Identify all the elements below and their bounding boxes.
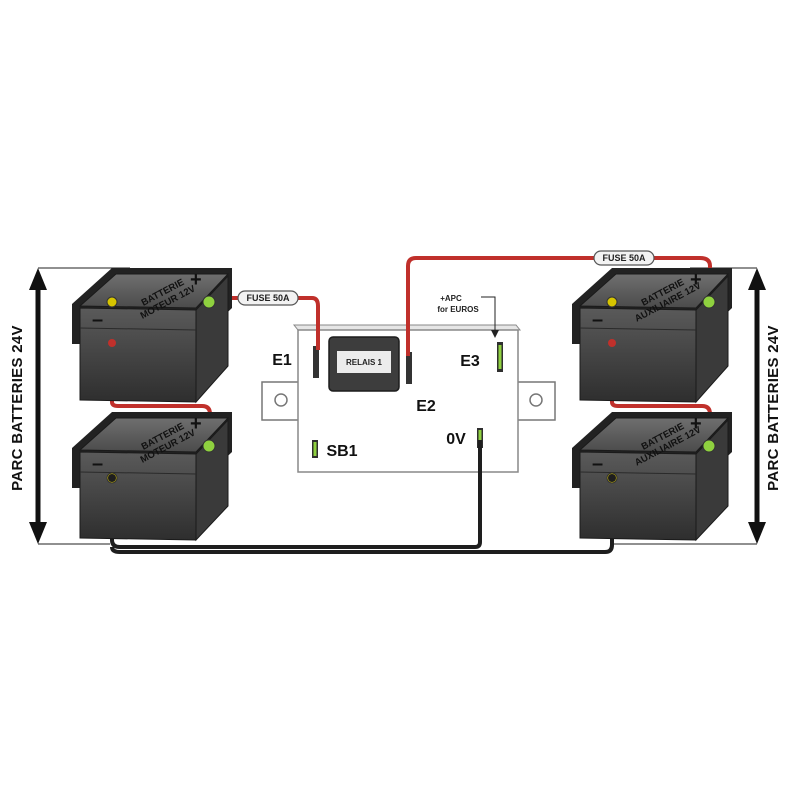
fuse-left: FUSE 50A bbox=[237, 290, 299, 306]
battery-aux-bottom: + – BATTERIE AUXILIAIRE 12V bbox=[572, 412, 732, 542]
terminal-0v-label: 0V bbox=[446, 431, 466, 448]
terminal-e2-pin bbox=[406, 352, 412, 384]
battery-plus-sign: + bbox=[190, 269, 202, 291]
left-arrow-down-icon bbox=[29, 522, 47, 544]
battery-motor-top: + – BATTERIE MOTEUR 12V bbox=[72, 268, 232, 404]
terminal-positive-icon bbox=[702, 439, 716, 453]
e2-wire bbox=[406, 256, 712, 356]
battery-minus-sign: – bbox=[92, 453, 103, 475]
fuse-right-label: FUSE 50A bbox=[602, 253, 646, 263]
battery-plus-sign: + bbox=[690, 269, 702, 291]
module-left-hole bbox=[274, 393, 288, 407]
battery-side-face bbox=[195, 274, 229, 404]
terminal-positive-icon bbox=[702, 295, 716, 309]
negative-wire-aux bbox=[110, 480, 614, 554]
terminal-e3-label: E3 bbox=[460, 353, 480, 370]
battery-minus-sign: – bbox=[592, 453, 603, 475]
terminal-negative-icon bbox=[606, 296, 618, 308]
battery-plus-sign: + bbox=[190, 413, 202, 435]
battery-top-face bbox=[578, 273, 730, 309]
module-right-hole bbox=[529, 393, 543, 407]
right-arrow-up-icon bbox=[748, 268, 766, 290]
apc-label-line1: +APC bbox=[440, 294, 462, 303]
wire-terminations bbox=[108, 339, 616, 482]
apc-arrow-icon bbox=[491, 330, 499, 338]
terminal-positive-icon bbox=[202, 439, 216, 453]
terminal-e2-label: E2 bbox=[416, 398, 436, 415]
battery-top-face bbox=[578, 417, 730, 453]
left-arrow-up-icon bbox=[29, 268, 47, 290]
relay-label: RELAIS 1 bbox=[346, 358, 383, 367]
terminal-e1-label: E1 bbox=[272, 352, 292, 369]
e1-wire bbox=[210, 296, 320, 350]
battery-aux-top: + – BATTERIE AUXILIAIRE 12V bbox=[572, 268, 732, 404]
battery-top-face bbox=[78, 417, 230, 453]
apc-leader-line bbox=[481, 296, 496, 333]
battery-plus-sign: + bbox=[690, 413, 702, 435]
apc-label-line2: for EUROS bbox=[437, 305, 479, 314]
right-dimension: PARC BATTERIES 24V bbox=[610, 267, 782, 545]
right-series-wire bbox=[610, 343, 712, 440]
fuse-left-label: FUSE 50A bbox=[246, 293, 290, 303]
battery-minus-sign: – bbox=[92, 309, 103, 331]
right-arrow-down-icon bbox=[748, 522, 766, 544]
battery-side-face bbox=[695, 274, 729, 404]
fuse-right: FUSE 50A bbox=[593, 250, 655, 266]
terminal-negative-icon bbox=[106, 296, 118, 308]
left-series-wire bbox=[110, 343, 212, 442]
battery-top-face bbox=[78, 273, 230, 309]
left-dimension: PARC BATTERIES 24V bbox=[9, 267, 130, 545]
terminal-sb1-label: SB1 bbox=[326, 443, 357, 460]
left-side-label: PARC BATTERIES 24V bbox=[9, 325, 26, 491]
terminal-e1-pin bbox=[313, 346, 319, 378]
terminal-positive-icon bbox=[202, 295, 216, 309]
battery-minus-sign: – bbox=[592, 309, 603, 331]
wiring bbox=[110, 256, 712, 554]
negative-wire-loop bbox=[110, 440, 482, 549]
battery-motor-bottom: + – BATTERIE MOTEUR 12V bbox=[72, 412, 232, 542]
right-side-label: PARC BATTERIES 24V bbox=[765, 325, 782, 491]
